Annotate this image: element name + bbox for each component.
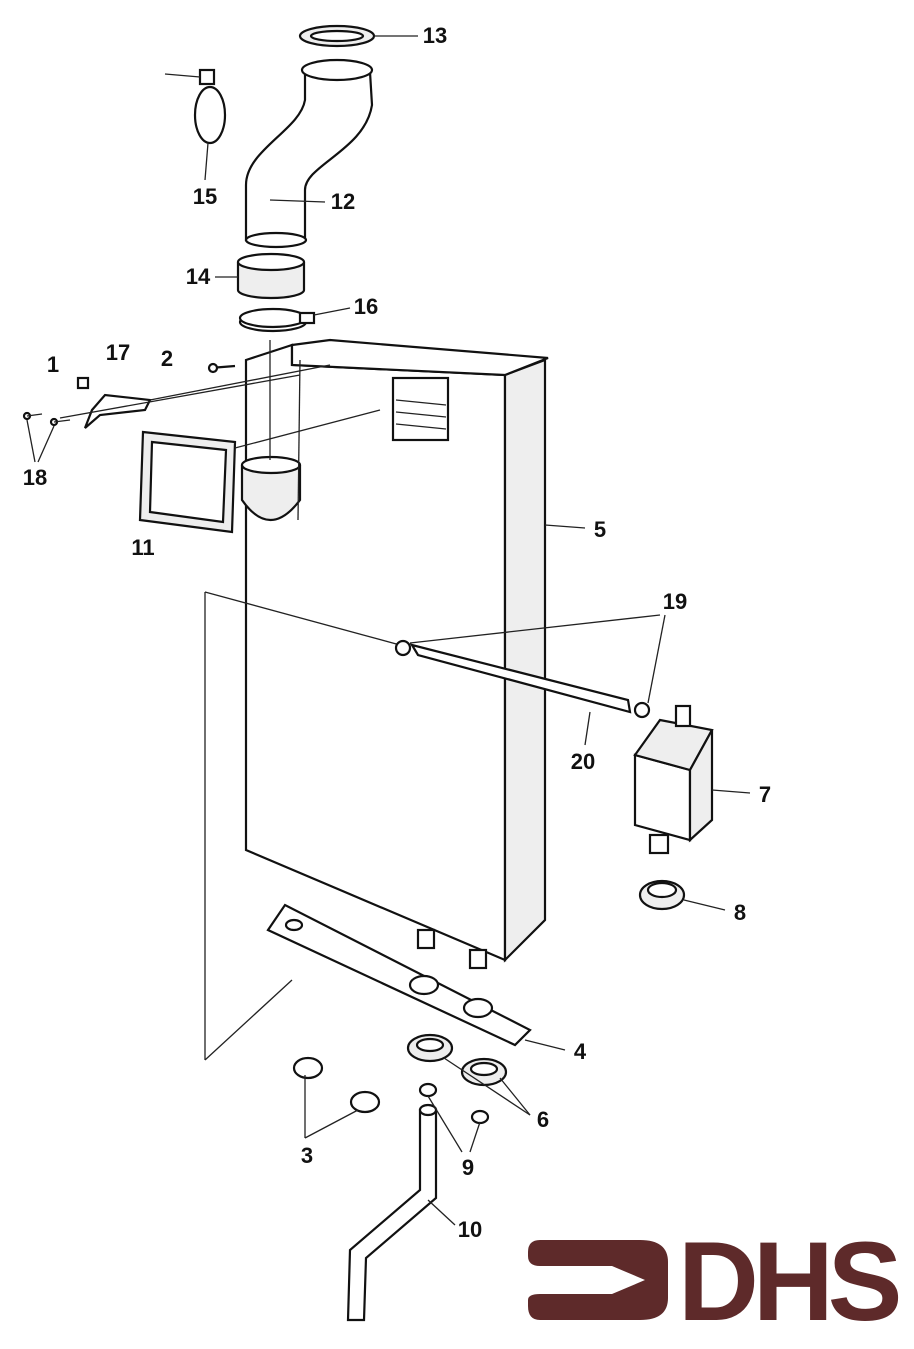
label-2: 2 (161, 346, 173, 371)
part-13-seal-ring (298, 24, 376, 48)
label-3: 3 (301, 1143, 313, 1168)
dhs-logo: DHS (528, 1219, 905, 1344)
label-1: 1 (47, 352, 59, 377)
part-14-sleeve (236, 252, 306, 300)
part-12-flue-elbow (244, 58, 374, 249)
flue-outlet (240, 455, 302, 522)
part-19-clip-b (633, 701, 651, 719)
part-1-nut (76, 376, 90, 390)
label-4: 4 (574, 1039, 587, 1064)
part-19-clip-a (394, 639, 412, 657)
part-8-nut (638, 879, 686, 911)
label-11: 11 (131, 535, 154, 560)
part-18-screws (22, 411, 71, 463)
label-9: 9 (462, 1155, 474, 1180)
part-4-base-plate (266, 903, 532, 1047)
label-14: 14 (186, 264, 211, 289)
label-17: 17 (106, 340, 130, 365)
vent-grille (391, 376, 450, 442)
label-15: 15 (193, 184, 217, 209)
part-17-bracket (59, 364, 331, 429)
part-11-window-frame (138, 409, 381, 534)
part-15-pipe-clip (164, 68, 227, 145)
label-5: 5 (594, 517, 606, 542)
part-3-clips (292, 1056, 381, 1114)
label-10: 10 (458, 1217, 482, 1242)
label-13: 13 (423, 23, 447, 48)
label-6: 6 (537, 1107, 549, 1132)
part-5-main-casing (240, 338, 549, 963)
part-2-screw (207, 362, 236, 374)
label-20: 20 (571, 749, 595, 774)
part-labels: 13 15 12 14 16 1 17 2 18 11 5 19 20 7 8 … (23, 23, 771, 1242)
label-12: 12 (331, 189, 355, 214)
part-16-hose-clamp (238, 307, 316, 333)
label-16: 16 (354, 294, 378, 319)
label-8: 8 (734, 900, 746, 925)
part-20-hose (409, 643, 632, 714)
logo-text: DHS (678, 1219, 899, 1344)
part-7-condensate-trap (633, 704, 714, 855)
part-6-grommets (406, 1033, 508, 1087)
label-18: 18 (23, 465, 47, 490)
label-19: 19 (663, 589, 687, 614)
label-7: 7 (759, 782, 771, 807)
leader-lines (204, 35, 751, 1226)
part-10-drain-pipe (346, 1103, 438, 1322)
